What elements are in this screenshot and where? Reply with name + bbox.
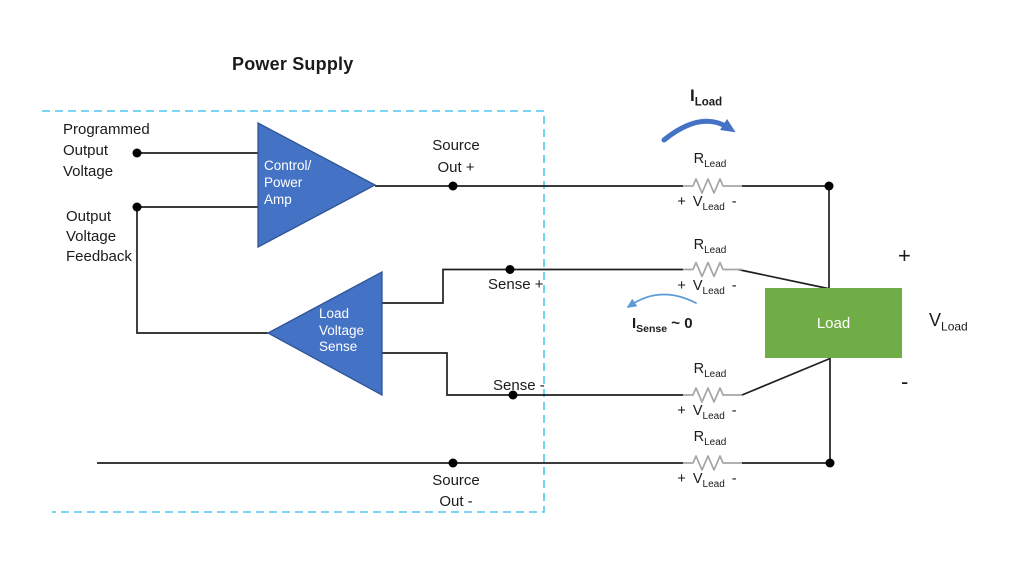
label-line: Programmed [63,121,150,138]
polarity-plus: + [677,194,686,210]
source-out-minus-label: Source Out - [420,470,492,512]
polarity-plus: + [677,471,686,487]
load-label: Load [816,314,851,332]
sense-plus-label: Sense + [488,276,544,293]
label-sub: Lead [702,201,725,213]
wire-load-to-source-minus [742,358,831,464]
power-supply-dashed-border [42,110,545,513]
label-main: I [690,86,695,105]
label-sub: Lead [702,285,725,297]
resistor-symbol-source-minus [683,455,742,471]
r-lead-label-source-plus: RLead [680,149,740,170]
output-voltage-feedback-label: Output Voltage Feedback [66,207,132,267]
junction-dot [508,390,518,400]
label-line: Power [264,175,303,190]
polarity-minus: - [731,194,737,210]
wire-feedback-loop [136,207,268,334]
label-sub: Lead [704,436,727,448]
junction-dot [448,458,458,468]
control-power-amp-triangle [257,121,377,249]
label-main: V [692,278,703,294]
label-main: V [929,310,942,330]
v-load-label: VLoad [929,310,968,334]
label-line: Source [432,472,480,489]
lead-resistors [683,178,742,471]
label-line: Load [319,306,350,321]
polarity-minus: - [731,471,737,487]
label-sub: Lead [704,368,727,380]
wire-sense-plus-to-load [737,268,829,290]
v-lead-label-sense-minus: + VLead- [667,401,747,422]
v-lead-label-source-plus: + VLead- [667,192,747,213]
source-out-plus-label: Source Out + [420,135,492,179]
label-line: Voltage [319,322,365,338]
label-sub: Lead [704,158,727,170]
label-line: Out + [437,159,475,176]
junction-dot [132,148,142,158]
label-sub: Lead [704,244,727,256]
r-lead-label-source-minus: RLead [680,427,740,448]
label-main: R [693,237,705,253]
label-sub: Load [694,96,723,109]
junction-dot [825,458,835,468]
load-plus-sign: + [898,243,911,268]
resistor-symbol-sense-plus [683,261,742,278]
label-main: R [693,361,705,377]
label-line: Output [66,208,112,225]
label-sub: Load [941,319,968,334]
label-main: I [632,315,637,332]
label-main: R [693,429,705,445]
programmed-output-voltage-label: Programmed Output Voltage [63,119,150,182]
polarity-minus: - [731,278,737,294]
junction-dot [505,265,515,274]
i-load-label: ILoad [690,85,723,109]
junction-dot [132,202,142,212]
label-sub: Lead [702,478,725,490]
load-minus-sign: - [901,369,909,394]
i-load-arrow-icon [661,118,729,143]
load-voltage-sense-triangle [266,270,383,397]
polarity-plus: + [677,403,686,419]
v-lead-label-source-minus: + VLead- [667,469,747,490]
label-line: Voltage [63,163,114,180]
v-lead-label-sense-plus: + VLead- [667,276,747,297]
wire-sense-plus [382,268,683,304]
label-main: V [692,194,703,210]
r-lead-label-sense-plus: RLead [680,235,740,256]
control-power-amp-label: Control/ Power Amp [264,157,311,208]
junction-dot [448,181,458,191]
label-sub: Lead [702,410,725,422]
label-main: V [692,403,703,419]
i-sense-arrow-icon [631,293,697,305]
label-line: Voltage [66,228,117,245]
label-line: Control/ [264,158,312,173]
i-sense-label: ISense ~ 0 [632,313,693,334]
sense-minus-label: Sense - [493,377,545,394]
junction-dot [824,181,834,191]
label-line: Output [63,142,109,159]
polarity-plus: + [677,278,686,294]
wire-sense-minus [382,352,683,396]
label-main: R [693,151,705,167]
load-voltage-sense-label: Load Voltage Sense [319,306,364,356]
resistor-symbol-sense-minus [683,387,742,403]
page-title: Power Supply [232,54,354,74]
label-line: Feedback [66,248,132,265]
load-box [765,288,902,358]
resistor-symbol-source-plus [683,178,742,194]
r-lead-label-sense-minus: RLead [680,359,740,380]
label-line: Sense [319,339,358,354]
label-main: V [692,471,703,487]
label-line: Source [432,137,480,154]
junction-dots [132,148,835,468]
label-suffix: ~ 0 [667,315,693,332]
label-sub: Sense [636,323,668,335]
label-line: Out - [439,493,473,510]
wire-sense-minus-to-load [741,357,831,396]
polarity-minus: - [731,403,737,419]
label-line: Amp [264,192,292,207]
